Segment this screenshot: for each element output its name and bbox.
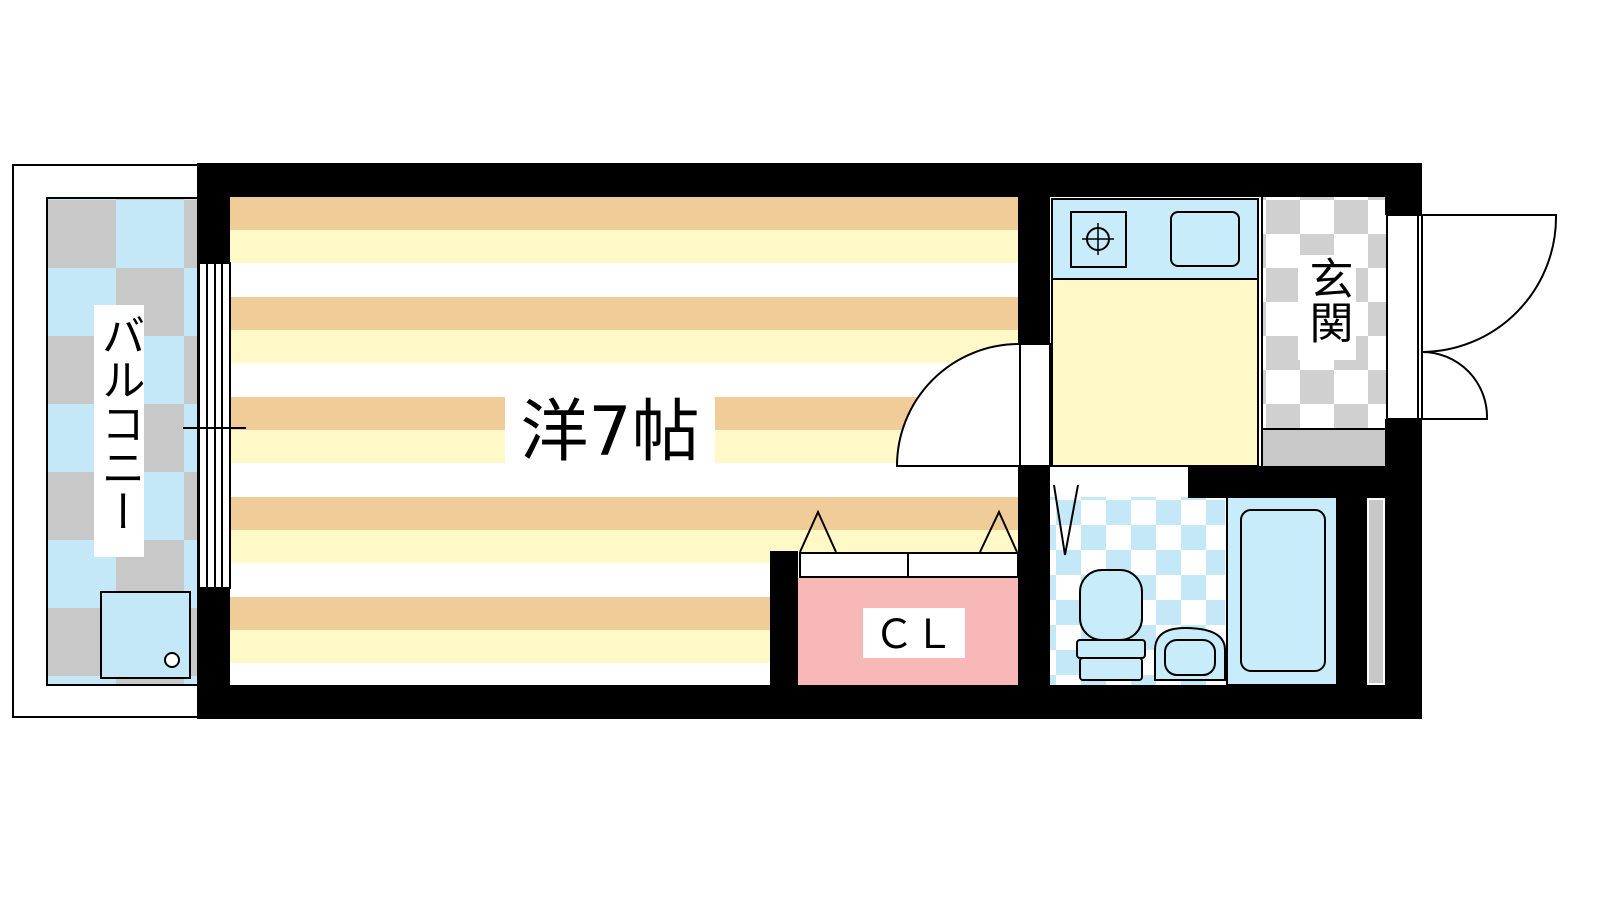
bathroom — [1050, 484, 1383, 686]
entrance — [1261, 197, 1387, 467]
entrance-door-swing-icon — [1421, 214, 1558, 353]
label-closet: ＣＬ — [863, 608, 965, 658]
walls — [197, 163, 1422, 719]
balcony — [12, 164, 204, 718]
entrance-label: 玄関 — [1302, 256, 1353, 344]
label-main-room: 洋7帖 — [505, 383, 715, 472]
kitchen — [1050, 197, 1260, 467]
balcony-label: バルコニー — [94, 313, 145, 533]
label-balcony: バルコニー — [94, 305, 145, 557]
main-room-label: 洋7帖 — [520, 393, 699, 472]
balcony-window — [183, 262, 246, 589]
entrance-door — [1386, 214, 1558, 420]
bathroom-door-icon — [1053, 484, 1079, 556]
toilet-icon — [1079, 569, 1143, 641]
closet-label: ＣＬ — [874, 612, 954, 658]
closet-door-left-icon — [799, 509, 837, 553]
label-entrance: 玄関 — [1298, 255, 1356, 360]
bathtub-icon — [1240, 509, 1326, 672]
main-room-door — [895, 342, 1051, 467]
closet-door-right-icon — [979, 509, 1018, 553]
door-swing-icon — [895, 342, 1021, 467]
sink-icon — [1170, 211, 1240, 267]
